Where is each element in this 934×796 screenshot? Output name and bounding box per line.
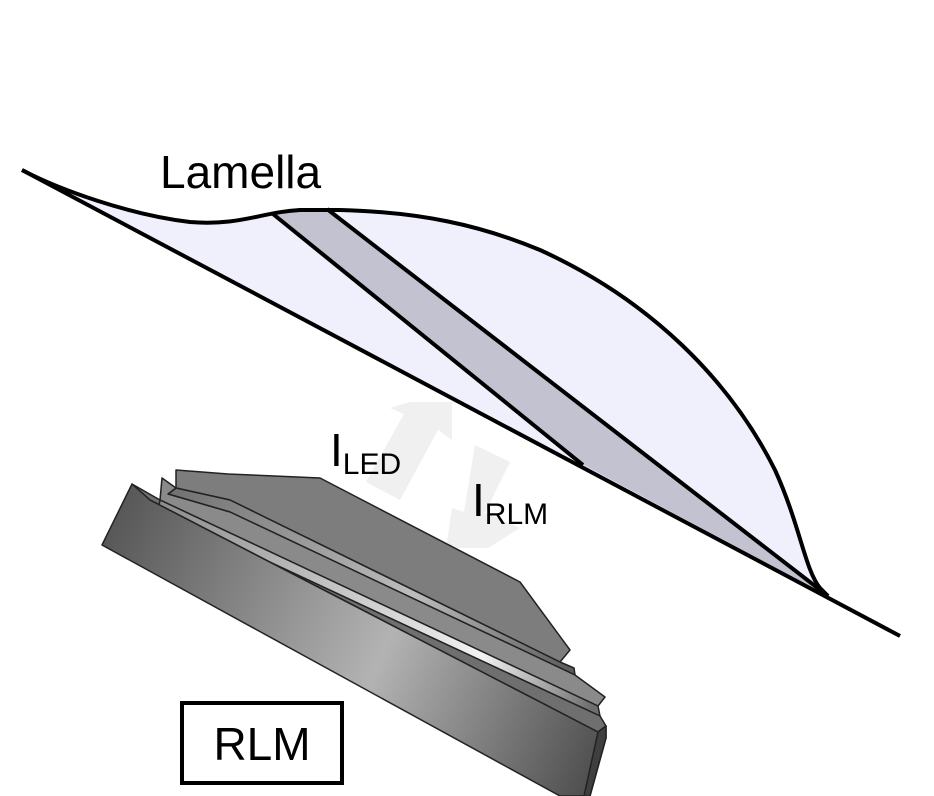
substrate-line [21,168,901,638]
rlm-label: RLM [213,718,310,770]
i-led-label: ILED [330,424,401,481]
i-led-main: I [330,424,343,476]
rlm-label-box [180,701,344,785]
rlm-base-edge [583,725,607,796]
band-edge-right [325,207,830,598]
rlm-device [101,469,607,796]
i-rlm-subscript: RLM [485,498,548,531]
i-rlm-main: I [472,474,485,526]
i-led-arrow [366,402,452,500]
i-rlm-label: IRLM [472,474,548,531]
band-edge-left [271,212,585,467]
milled-band [273,209,828,596]
lamella-label: Lamella [160,146,322,198]
i-rlm-arrow [446,445,520,548]
lamella-outline [21,168,830,598]
i-led-subscript: LED [343,448,401,481]
